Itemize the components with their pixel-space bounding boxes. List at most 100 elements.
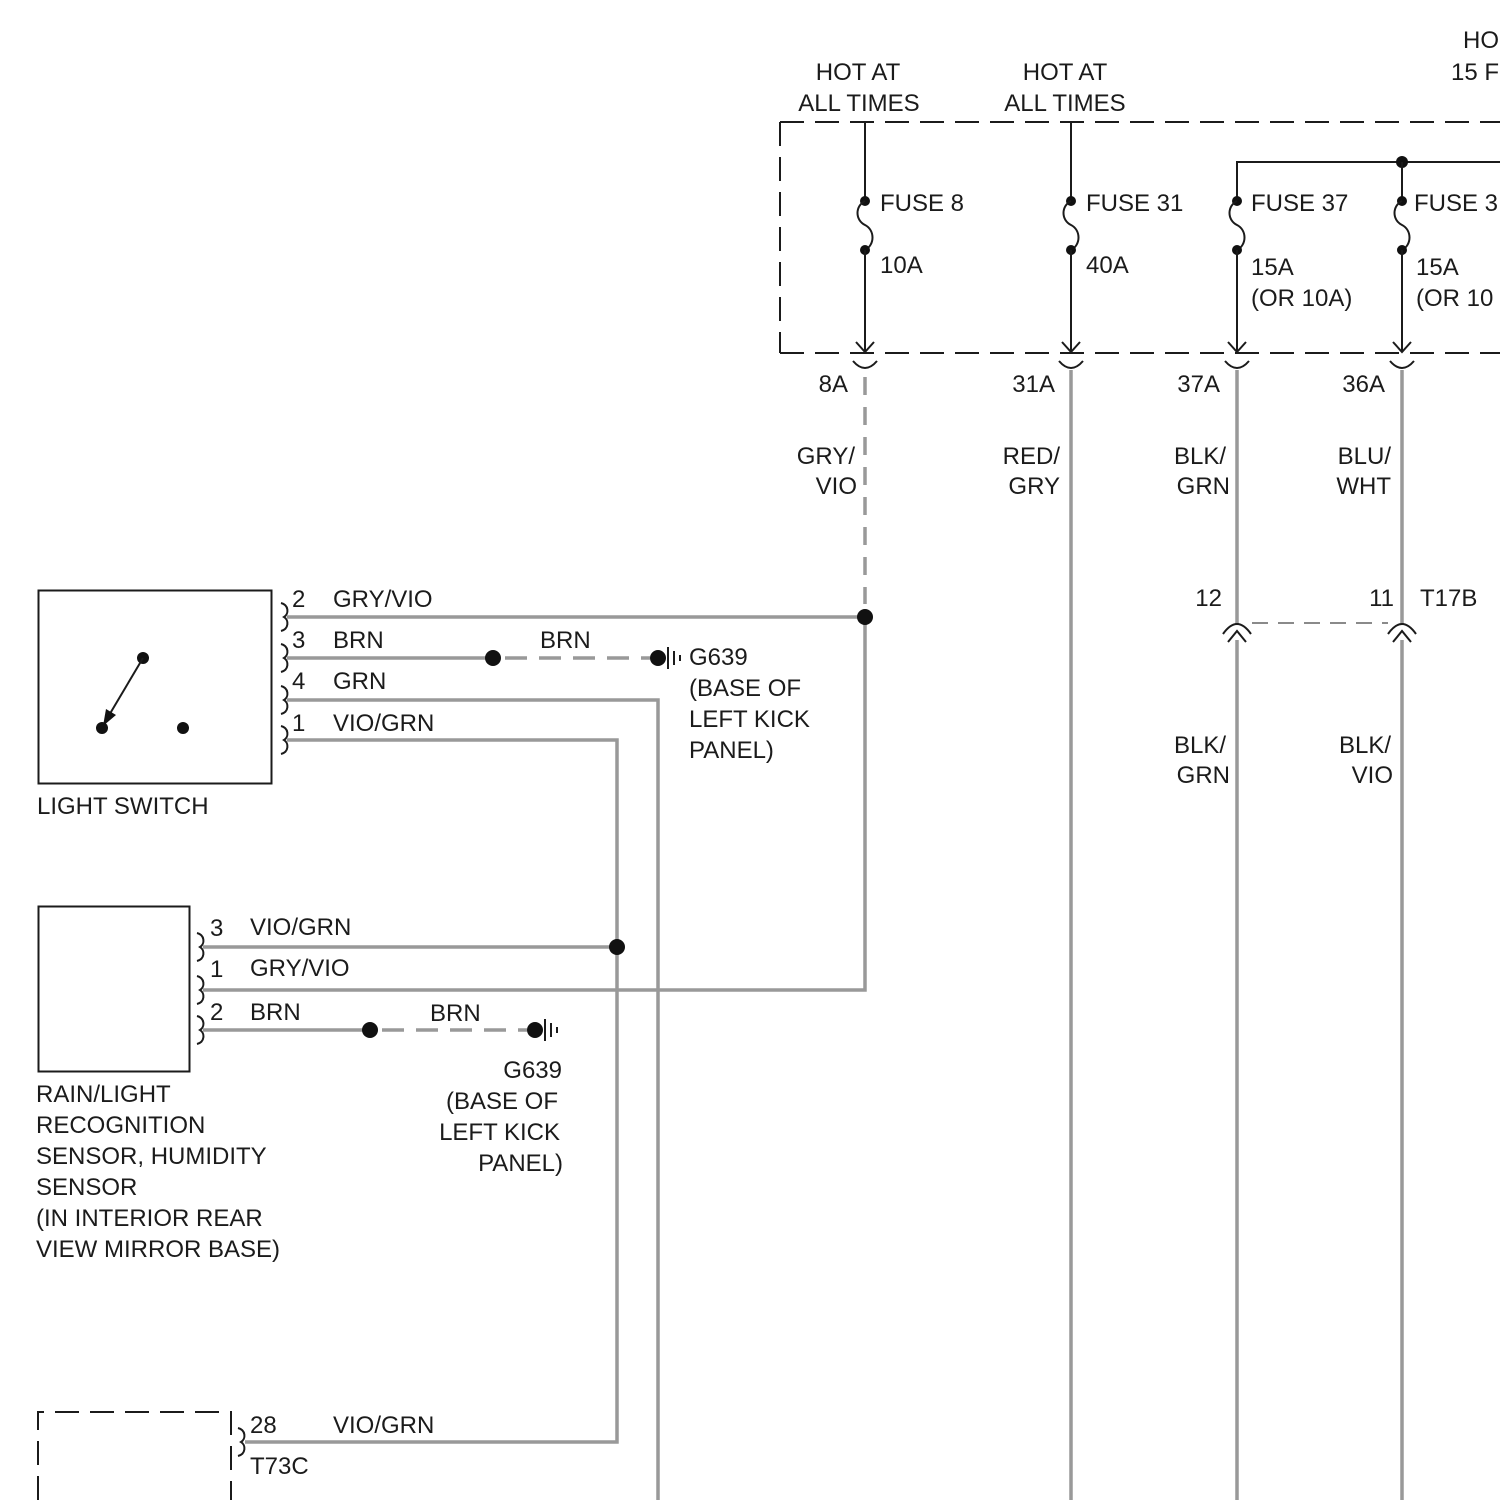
connector-pin-label: 36A xyxy=(1342,371,1385,398)
connector-pin-label: 37A xyxy=(1177,371,1220,398)
wire-color-label: GRN xyxy=(1177,762,1230,789)
fuse-37: FUSE 37 15A (OR 10A) 37A xyxy=(1177,190,1352,398)
pin-wire-label: VIO/GRN xyxy=(250,914,351,941)
connector-pin-label: 31A xyxy=(1012,371,1055,398)
fuse-8: FUSE 8 10A 8A xyxy=(819,122,964,398)
component-box xyxy=(39,591,272,784)
wire-color-label: VIO xyxy=(1352,762,1393,789)
wire-color-label: BLU/ xyxy=(1338,443,1392,470)
fuse-name: FUSE 8 xyxy=(880,190,964,217)
ground-id: G639 xyxy=(689,644,748,671)
connector-female-socket xyxy=(1390,361,1414,368)
fuse-rating: 10A xyxy=(880,252,923,279)
pin-wire-label: VIO/GRN xyxy=(333,1412,434,1439)
connector-terminal-icon xyxy=(281,686,287,714)
connector-t17b: 12 11 T17B BLK/ GRN BLK/ VIO xyxy=(1174,585,1477,1500)
connector-terminal-icon xyxy=(281,603,287,631)
rain-light-sensor: 3 VIO/GRN 1 GRY/VIO 2 BRN BRN G639 (BASE… xyxy=(36,907,563,1264)
connector-terminal-icon xyxy=(197,933,203,961)
ground-location: (BASE OF xyxy=(689,675,801,702)
connector-pin-number: 12 xyxy=(1195,585,1222,612)
wire-color-label: BLK/ xyxy=(1174,732,1226,759)
connector-pin-label: 8A xyxy=(819,371,848,398)
component-label: (IN INTERIOR REAR xyxy=(36,1205,263,1232)
component-label: RAIN/LIGHT xyxy=(36,1081,171,1108)
pin-wire-label: BRN xyxy=(250,999,301,1026)
fuse-alt-rating: (OR 10A) xyxy=(1251,285,1352,312)
connector-female-socket xyxy=(1059,361,1083,368)
switch-contact-dot xyxy=(96,722,108,734)
fuse-rating: 40A xyxy=(1086,252,1129,279)
wire-color-label: WHT xyxy=(1336,473,1391,500)
ground-wire-label: BRN xyxy=(430,1000,481,1027)
splice-dot xyxy=(362,1022,378,1038)
pin-wire-label: BRN xyxy=(333,627,384,654)
wire-color-label: RED/ xyxy=(1003,443,1061,470)
power-feed-label: HO xyxy=(1463,27,1499,54)
connector-terminal-icon xyxy=(281,644,287,672)
fuse-box: HOT AT ALL TIMES HOT AT ALL TIMES HO 15 … xyxy=(780,27,1500,398)
component-label: LIGHT SWITCH xyxy=(37,793,209,820)
pin-number: 4 xyxy=(292,668,305,695)
ground-icon xyxy=(668,647,680,669)
connector-name: T73C xyxy=(250,1453,309,1480)
connector-terminal-icon xyxy=(197,1016,203,1044)
ground-id: G639 xyxy=(503,1057,562,1084)
ground-wire-label: BRN xyxy=(540,627,591,654)
ground-location: PANEL) xyxy=(689,737,774,764)
pin-number: 1 xyxy=(210,956,223,983)
power-feed-label: 15 F xyxy=(1451,59,1499,86)
splice-junction-dot xyxy=(609,939,625,955)
fuse-element xyxy=(1064,201,1079,250)
fuse-rating: 15A xyxy=(1251,254,1294,281)
switch-contact-dot xyxy=(177,722,189,734)
ground-location: (BASE OF xyxy=(446,1088,558,1115)
switch-lever xyxy=(108,658,143,717)
pin-wire-label: GRY/VIO xyxy=(250,955,350,982)
pin-number: 1 xyxy=(292,710,305,737)
ground-point-dot xyxy=(527,1022,543,1038)
pin-wire-label: GRN xyxy=(333,668,386,695)
splice-junction-dot xyxy=(857,609,873,625)
fuse-element xyxy=(858,201,873,250)
fuse-name: FUSE 3 xyxy=(1414,190,1498,217)
module-outline-dashed xyxy=(38,1412,231,1500)
pin-wire-label: GRY/VIO xyxy=(333,586,433,613)
component-label: SENSOR xyxy=(36,1174,137,1201)
pin-number: 3 xyxy=(292,627,305,654)
connector-terminal-icon xyxy=(197,976,203,1004)
component-box xyxy=(39,907,190,1072)
wire-vio-grn-switch xyxy=(245,740,617,1442)
pin-number: 28 xyxy=(250,1412,277,1439)
ground-location: LEFT KICK xyxy=(689,706,810,733)
pin-number: 3 xyxy=(210,915,223,942)
wire-color-label: GRY/ xyxy=(797,443,856,470)
pin-number: 2 xyxy=(210,999,223,1026)
fuse-name: FUSE 37 xyxy=(1251,190,1348,217)
fuse-rating: 15A xyxy=(1416,254,1459,281)
connector-female-socket xyxy=(853,361,877,368)
pin-number: 2 xyxy=(292,586,305,613)
power-feed-label: HOT AT xyxy=(1023,59,1108,86)
connector-name: T17B xyxy=(1420,585,1477,612)
fuse-output-wires: GRY/ VIO RED/ GRY BLK/ GRN BLU/ WHT xyxy=(797,370,1402,1500)
wire-color-label: BLK/ xyxy=(1174,443,1226,470)
ground-location: LEFT KICK xyxy=(439,1119,560,1146)
ground-point-dot xyxy=(650,650,666,666)
power-feed-label: ALL TIMES xyxy=(1004,90,1125,117)
fuse-36: FUSE 3 15A (OR 10 36A xyxy=(1342,162,1498,398)
connector-terminal-icon xyxy=(238,1428,244,1456)
fuse-box-outline xyxy=(780,122,1500,353)
component-label: SENSOR, HUMIDITY xyxy=(36,1143,267,1170)
wire-color-label: VIO xyxy=(816,473,857,500)
component-label: RECOGNITION xyxy=(36,1112,205,1139)
pin-wire-label: VIO/GRN xyxy=(333,710,434,737)
fuse-element xyxy=(1230,201,1245,250)
splice-dot xyxy=(485,650,501,666)
wire-color-label: GRN xyxy=(1177,473,1230,500)
component-label: VIEW MIRROR BASE) xyxy=(36,1236,280,1263)
fuse-element xyxy=(1395,201,1410,250)
connector-female-socket xyxy=(1225,361,1249,368)
module-t73c: 28 VIO/GRN T73C xyxy=(38,1412,434,1500)
